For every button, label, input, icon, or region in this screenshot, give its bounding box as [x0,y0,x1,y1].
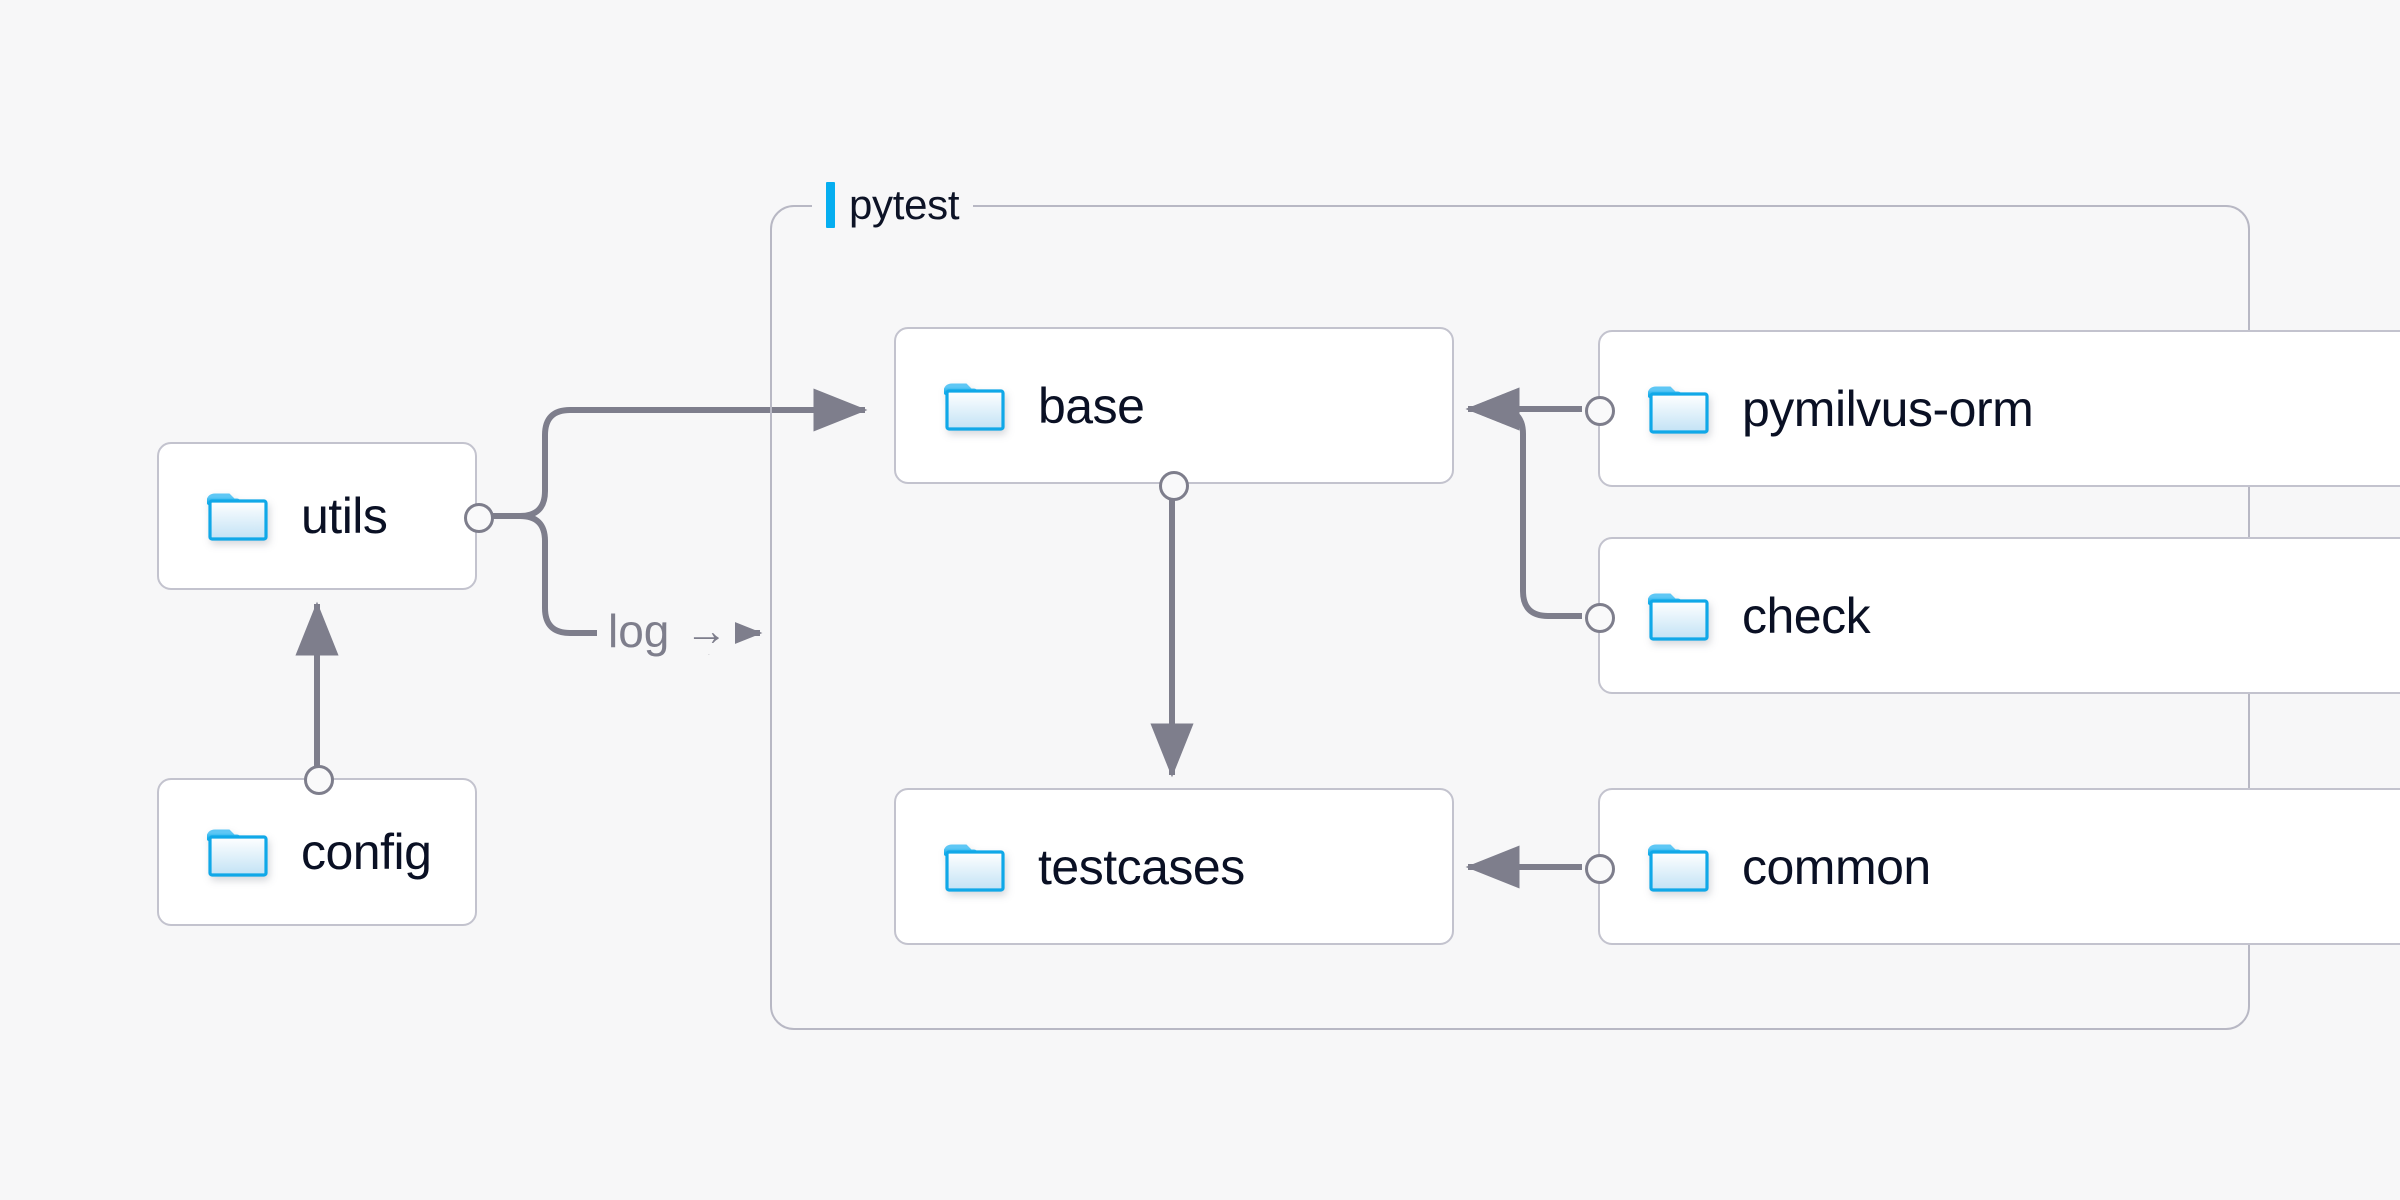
node-base-label: base [1038,377,1145,434]
folder-icon [1647,590,1710,642]
node-pymilvus-orm-label: pymilvus-orm [1742,380,2034,437]
folder-icon [206,826,269,878]
folder-icon [943,380,1006,432]
node-check-label: check [1742,587,1871,644]
node-config-label: config [301,824,432,880]
edge-label-log: log → [600,605,736,657]
node-check-handle-left[interactable] [1585,603,1615,633]
node-testcases-label: testcases [1038,838,1245,895]
arrow-right-icon: → [685,607,728,654]
node-pymilvus-orm[interactable]: pymilvus-orm [1585,330,2400,487]
node-check[interactable]: check [1585,537,2400,694]
node-pymilvus-orm-handle-left[interactable] [1585,396,1615,426]
edge-utils-log [519,513,597,636]
node-utils[interactable]: utils [157,442,494,590]
folder-icon [1647,383,1710,435]
node-base-handle-bottom[interactable] [1159,471,1189,501]
node-config-handle-top[interactable] [304,765,334,795]
group-pytest-title-label: pytest [849,181,960,228]
folder-icon [1647,841,1710,893]
edge-label-log-text: log [608,605,670,657]
folder-icon [943,841,1006,893]
folder-icon [206,490,269,542]
node-testcases[interactable]: testcases [894,788,1454,945]
group-pytest-title: pytest [812,181,974,228]
node-common-handle-left[interactable] [1585,854,1615,884]
node-utils-label: utils [301,488,388,544]
node-common-label: common [1742,838,1931,895]
node-base[interactable]: base [894,327,1454,501]
node-common[interactable]: common [1585,788,2400,945]
node-config[interactable]: config [157,765,477,926]
node-utils-handle-right[interactable] [464,503,494,533]
accent-bar-icon [826,182,835,228]
